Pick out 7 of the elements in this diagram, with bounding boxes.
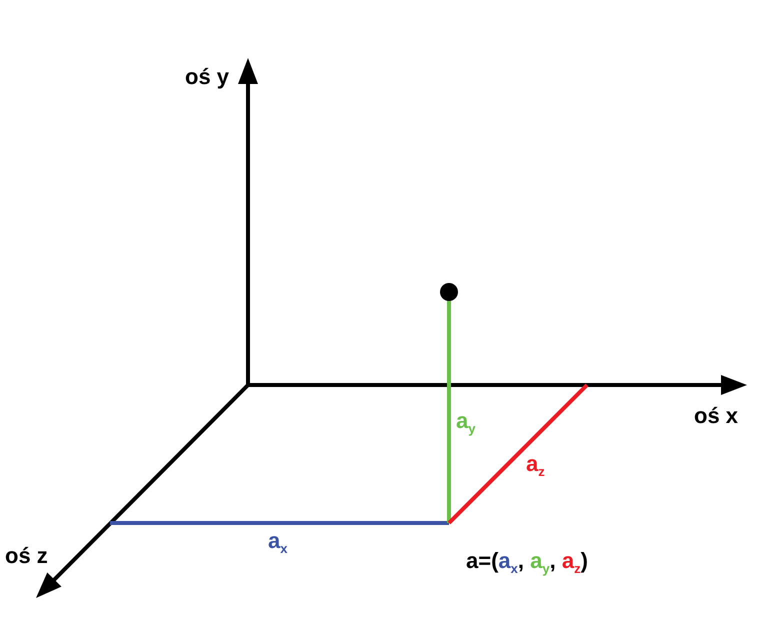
component-label: a$_{x}$ — [268, 530, 288, 555]
axis-label: oś z — [5, 545, 48, 567]
axis-label: oś y — [185, 66, 230, 88]
axis-label: oś x — [694, 405, 738, 427]
component-label: a$_{z}$ — [526, 453, 545, 478]
vector-formula: a=(a$_{x}$, a$_{y}$, a$_{z}$) — [466, 550, 588, 575]
component-label: a$_{y}$ — [456, 410, 476, 435]
